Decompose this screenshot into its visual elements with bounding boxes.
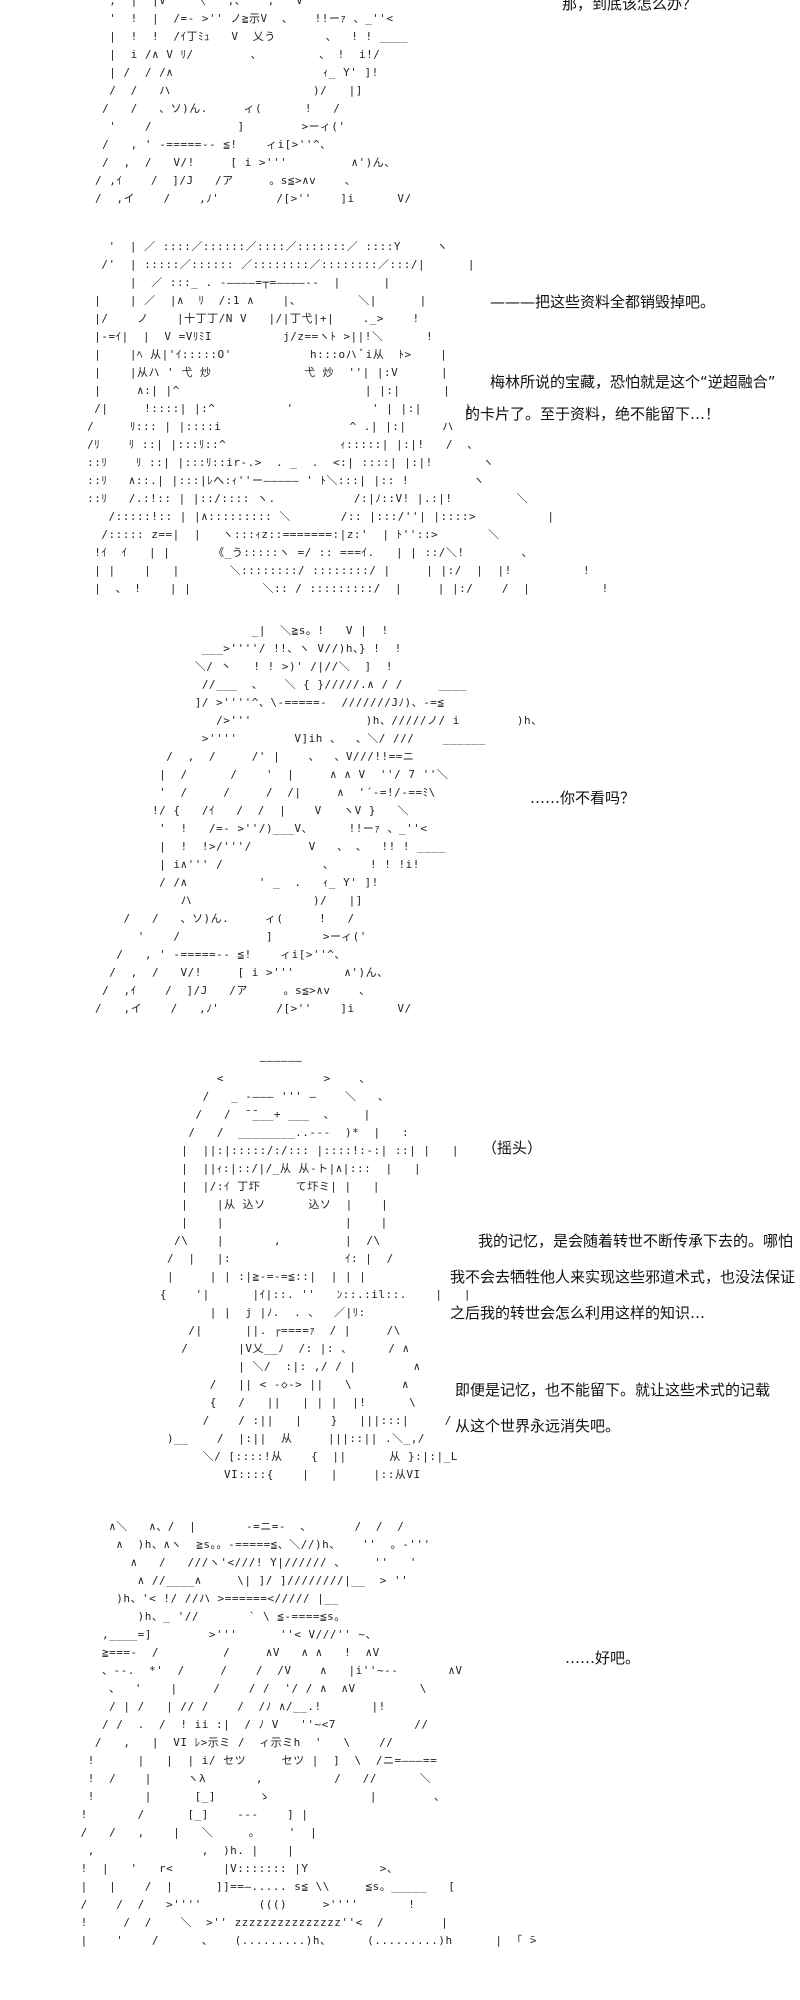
dialogue-line: 我的记忆，是会随着转世不断传承下去的。哪怕 — [478, 1232, 794, 1250]
dialogue-line: 即便是记忆，也不能留下。就让这些术式的记载 — [455, 1381, 771, 1399]
dialogue-line: ……你不看吗？ — [530, 789, 636, 807]
dialogue-line: 梅林所说的宝藏，恐怕就是这个“逆超融合” — [490, 373, 776, 391]
dialogue-line: 那，到底该怎么办？ — [562, 0, 698, 13]
ascii-art-character: ―――――― < > 、 / _ -――― ''' ― ＼ 、 / / ̄ ̄_… — [159, 1054, 472, 1481]
dialogue-line: 我不会去牺牲他人来实现这些邪道术式，也没法保证 — [450, 1268, 796, 1286]
dialogue-line: ……好吧。 — [565, 1649, 641, 1667]
ascii-art-character: , | |V 〈 ,、 , V ' ! | /=- >'' ノ≧示V 、 !!ー… — [95, 0, 412, 205]
ascii-art-character: _| ＼≧s。! V | ! ___>''''/ !!、ヽ V//)h、} ! … — [95, 624, 543, 1015]
ascii-art-character: ∧＼ ∧、/ | -=ニ=- 、 / / / ∧ )h、∧ヽ ≧s。。-====… — [80, 1520, 537, 1947]
dialogue-line: 之后我的转世会怎么利用这样的知识… — [450, 1304, 706, 1322]
dialogue-line: ———把这些资料全都销毁掉吧。 — [490, 293, 716, 311]
dialogue-line: （摇头） — [482, 1139, 543, 1157]
dialogue-line: 的卡片了。至于资料，绝不能留下…！ — [465, 405, 721, 423]
dialogue-line: 从这个世界永远消失吧。 — [455, 1417, 621, 1435]
ascii-art-character: ' | ／ ::::／::::::／::::／:::::::／ ::::Y ヽ … — [87, 240, 609, 595]
